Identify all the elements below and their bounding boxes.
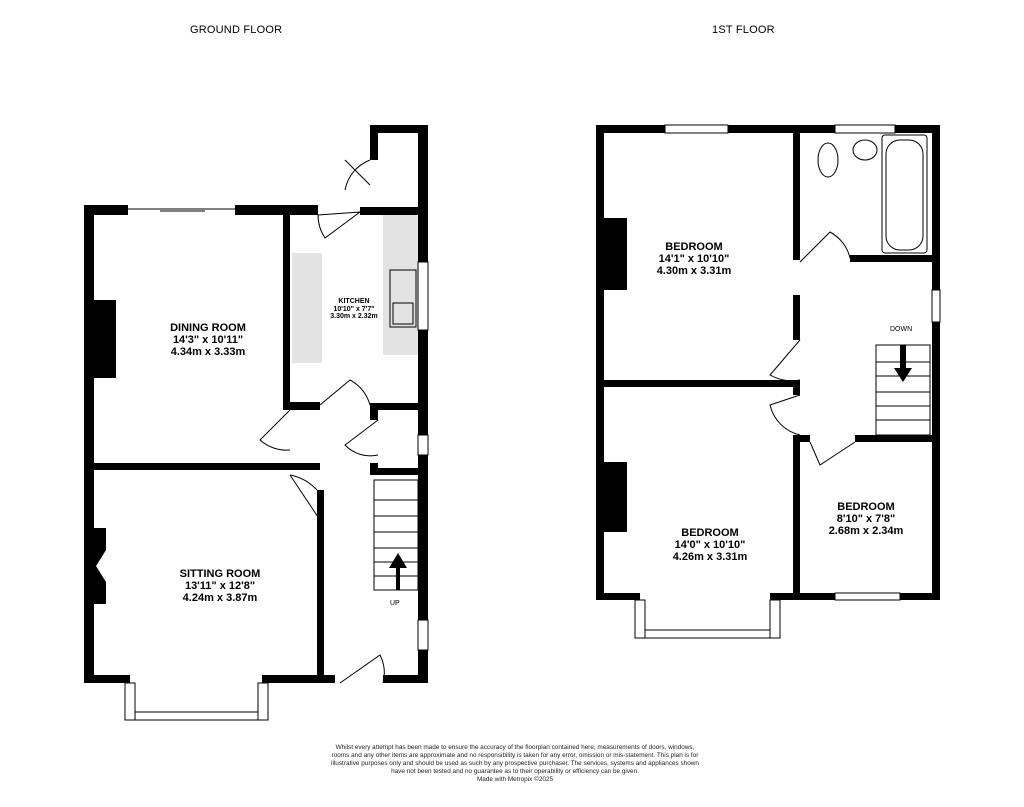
worktops bbox=[292, 215, 418, 363]
stair-arrows bbox=[389, 345, 912, 590]
ground-floor-title: GROUND FLOOR bbox=[190, 24, 283, 36]
disclaimer: Whilst every attempt has been made to en… bbox=[330, 744, 700, 784]
first-floor-title: 1ST FLOOR bbox=[712, 24, 775, 36]
credit-text: Made with Metropix ©2025 bbox=[476, 776, 554, 783]
disclaimer-text: Whilst every attempt has been made to en… bbox=[331, 744, 699, 775]
stair-down-label: DOWN bbox=[890, 326, 913, 333]
stair-up-label: UP bbox=[390, 600, 400, 607]
walls bbox=[84, 125, 940, 683]
